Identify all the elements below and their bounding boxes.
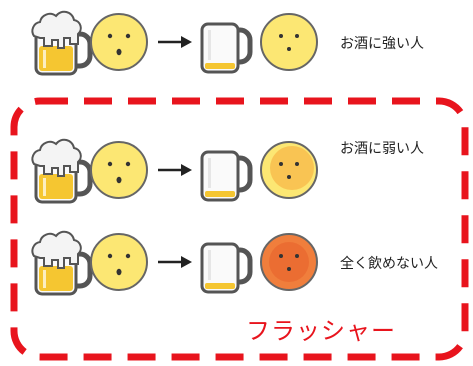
beer-mug-full-icon — [31, 230, 93, 296]
face-icon-after — [260, 13, 318, 71]
face-icon — [90, 13, 148, 71]
arrow-right-icon — [158, 164, 192, 176]
flusher-group-label: フラッシャー — [246, 317, 396, 345]
row-label: 全く飲めない人 — [340, 256, 438, 272]
row-illustration — [31, 138, 318, 204]
beer-mug-full-icon — [31, 138, 93, 204]
row-label: お酒に強い人 — [340, 36, 424, 52]
arrow-right-icon — [158, 256, 192, 268]
row-weak-drinker: お酒に弱い人 — [0, 130, 473, 210]
flushed-face-icon — [260, 141, 318, 199]
row-non-drinker: 全く飲めない人 — [0, 222, 473, 302]
row-illustration — [31, 230, 318, 296]
beer-mug-empty-icon — [200, 150, 253, 202]
row-illustration — [31, 10, 318, 76]
face-icon — [90, 141, 148, 199]
red-face-icon — [260, 233, 318, 291]
beer-mug-empty-icon — [200, 22, 253, 74]
row-strong-drinker: お酒に強い人 — [0, 2, 473, 82]
beer-mug-full-icon — [31, 10, 93, 76]
beer-mug-empty-icon — [200, 242, 253, 294]
face-icon — [90, 233, 148, 291]
arrow-right-icon — [158, 36, 192, 48]
row-label: お酒に弱い人 — [340, 141, 424, 157]
